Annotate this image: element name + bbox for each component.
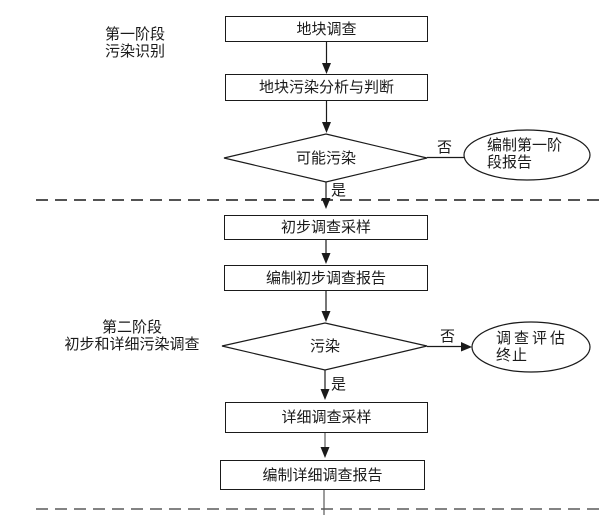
terminal-terminate-label: 调查评估 终止 — [496, 330, 586, 364]
stage-1-label: 第一阶段 污染识别 — [104, 26, 166, 60]
arrowhead-sampling-to-preliminary-report — [321, 253, 331, 264]
branch-yes2-label: 是 — [331, 376, 347, 393]
process-box-detailed-report: 编制详细调查报告 — [220, 460, 425, 490]
process-box-preliminary-report: 编制初步调查报告 — [224, 265, 428, 291]
branch-yes1-label: 是 — [331, 182, 347, 199]
stage-1-label-line2: 污染识别 — [104, 43, 165, 60]
process-box-site-survey: 地块调查 — [225, 16, 428, 42]
arrowhead-yes1-to-preliminary-sampling — [321, 198, 331, 209]
arrowhead-yes2-to-detailed-sampling — [320, 389, 330, 400]
stage-2-label-line2: 初步和详细污染调查 — [64, 336, 200, 353]
terminal-terminate-ellipse — [471, 321, 591, 373]
stage-1-label-line1: 第一阶段 — [104, 26, 165, 43]
decision-possible-pollution-label: 可能污染 — [295, 150, 356, 167]
branch-no2-label: 否 — [440, 328, 456, 345]
arrowhead-detailed-sampling-to-report — [320, 447, 330, 458]
terminal-terminate-label-line1: 调查评估 — [496, 330, 569, 347]
process-box-detailed-sampling: 详细调查采样 — [225, 402, 428, 433]
terminal-phase1-report-label: 编制第一阶 段报告 — [487, 137, 577, 171]
terminal-phase1-report-ellipse — [463, 129, 591, 181]
arrowhead-analysis-to-decision1 — [322, 122, 331, 133]
arrowhead-survey-to-analysis — [322, 63, 331, 74]
terminal-phase1-report-label-line2: 段报告 — [487, 154, 533, 171]
terminal-terminate-label-line2: 终止 — [496, 347, 529, 364]
process-box-preliminary-sampling: 初步调查采样 — [224, 215, 428, 240]
stage-2-label-line1: 第二阶段 — [101, 319, 162, 336]
process-box-pollution-analysis: 地块污染分析与判断 — [225, 74, 428, 101]
terminal-phase1-report-label-line1: 编制第一阶 — [487, 137, 563, 154]
stage-2-label: 第二阶段 初步和详细污染调查 — [62, 319, 202, 353]
arrowhead-no2-to-terminate-ellipse — [461, 342, 472, 352]
branch-no1-label: 否 — [437, 139, 453, 156]
arrowhead-preliminary-report-to-decision2 — [321, 311, 331, 322]
decision-pollution-label: 污染 — [309, 338, 340, 355]
